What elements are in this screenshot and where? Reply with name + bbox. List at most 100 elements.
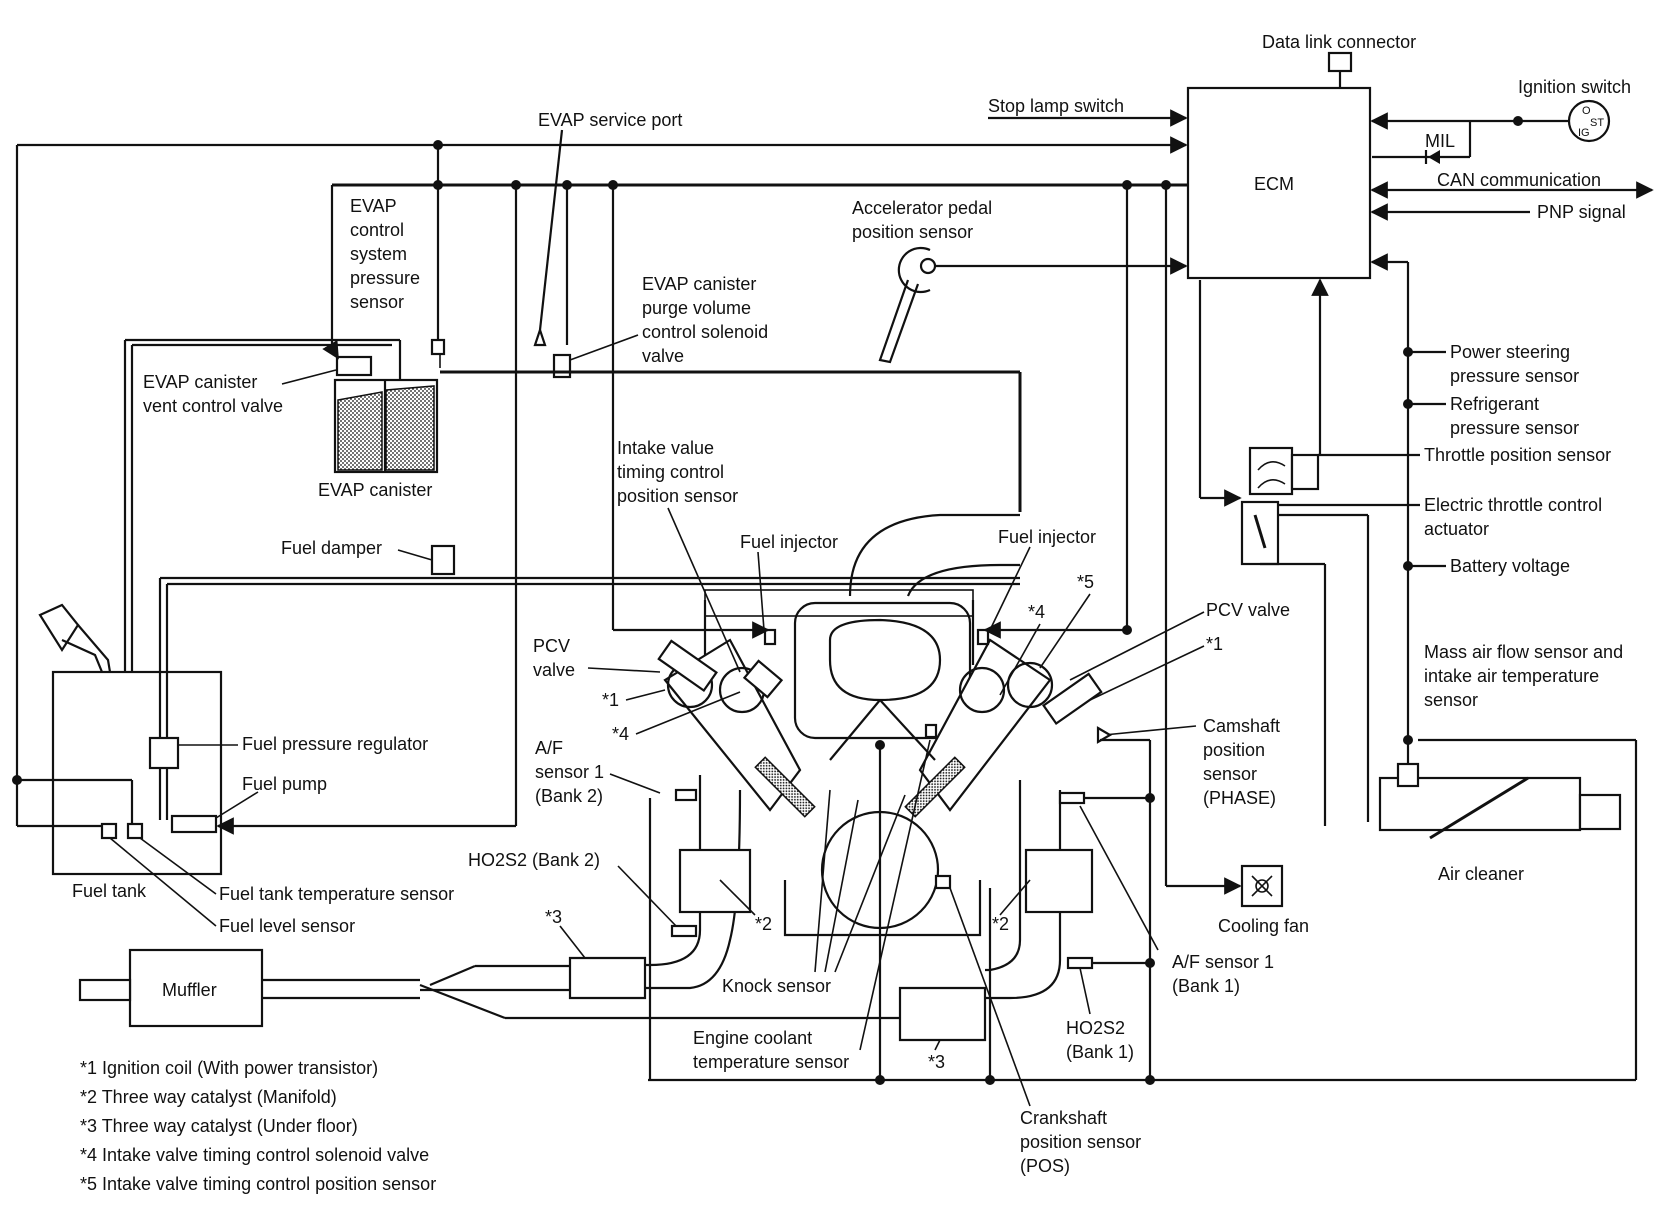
pcv-valve-right-label: PCV valve [1206, 600, 1290, 620]
cooling-fan: Cooling fan [1164, 185, 1309, 936]
star2-right-label: *2 [992, 914, 1009, 934]
pnp-signal: PNP signal [1370, 202, 1626, 222]
legend-item-3: *3 Three way catalyst (Under floor) [80, 1116, 358, 1136]
star4-left-label: *4 [612, 724, 629, 744]
evap-purge-valve-label-3: control solenoid [642, 322, 768, 342]
mass-air-flow-label-1: Mass air flow sensor and [1424, 642, 1623, 662]
electric-throttle-label-1: Electric throttle control [1424, 495, 1602, 515]
ho2s2-bank1-label-2: (Bank 1) [1066, 1042, 1134, 1062]
evap-pressure-sensor-label-2: control [350, 220, 404, 240]
star3-left-label: *3 [545, 907, 562, 927]
ect-sensor-label-2: temperature sensor [693, 1052, 849, 1072]
lower-sensor-labels: Knock sensor Engine coolant temperature … [693, 739, 1141, 1176]
stop-lamp-switch-label: Stop lamp switch [988, 96, 1124, 116]
ecm-box: ECM [1186, 86, 1372, 280]
electric-throttle-label-2: actuator [1424, 519, 1489, 539]
evap-service-port-label: EVAP service port [538, 110, 682, 130]
crankshaft-sensor-label-2: position sensor [1020, 1132, 1141, 1152]
evap-pressure-sensor-label-1: EVAP [350, 196, 397, 216]
power-steering-label-1: Power steering [1450, 342, 1570, 362]
pnp-signal-label: PNP signal [1537, 202, 1626, 222]
star1-right-label: *1 [1206, 634, 1223, 654]
ecm-label: ECM [1254, 174, 1294, 194]
pcv-valve-left-label-1: PCV [533, 636, 570, 656]
af-sensor-bank1-label-2: (Bank 1) [1172, 976, 1240, 996]
fuel-injector-left-label: Fuel injector [740, 532, 838, 552]
mass-air-flow-label-2: intake air temperature [1424, 666, 1599, 686]
intake-timing-sensor-label-1: Intake value [617, 438, 714, 458]
ecm-sensor-bus: Power steering pressure sensor Refrigera… [1370, 253, 1579, 745]
ignition-switch-pos-o: O [1582, 105, 1591, 117]
ignition-switch-label: Ignition switch [1518, 77, 1631, 97]
muffler-label: Muffler [162, 980, 217, 1000]
pcv-valve-left-label-2: valve [533, 660, 575, 680]
ignition-switch-pos-st: ST [1590, 117, 1604, 129]
legend-item-2: *2 Three way catalyst (Manifold) [80, 1087, 337, 1107]
star3-right-label: *3 [928, 1052, 945, 1072]
camshaft-sensor-label-2: position [1203, 740, 1265, 760]
camshaft-sensor-label-3: sensor [1203, 764, 1257, 784]
evap-canister-label: EVAP canister [318, 480, 432, 500]
crankshaft-sensor-label-1: Crankshaft [1020, 1108, 1107, 1128]
evap-purge-valve-label-1: EVAP canister [642, 274, 756, 294]
intake-timing-sensor-label-3: position sensor [617, 486, 738, 506]
data-link-connector-label: Data link connector [1262, 32, 1416, 52]
accelerator-pedal-label-1: Accelerator pedal [852, 198, 992, 218]
can-communication-label: CAN communication [1437, 170, 1601, 190]
intake-timing-sensor-label-2: timing control [617, 462, 724, 482]
fuel-tank-label: Fuel tank [72, 881, 147, 901]
oxygen-sensors: A/F sensor 1 (Bank 2) HO2S2 (Bank 2) A/F… [468, 738, 1274, 1085]
top-signal-wires [15, 136, 1188, 826]
accelerator-pedal-sensor: Accelerator pedal position sensor [852, 198, 1188, 364]
fuel-damper-label: Fuel damper [281, 538, 382, 558]
star1-left-label: *1 [602, 690, 619, 710]
throttle-position-label: Throttle position sensor [1424, 445, 1611, 465]
knock-sensor-label: Knock sensor [722, 976, 831, 996]
ho2s2-bank1-label-1: HO2S2 [1066, 1018, 1125, 1038]
af-sensor-bank2-label-2: sensor 1 [535, 762, 604, 782]
af-sensor-bank2-label-3: (Bank 2) [535, 786, 603, 806]
camshaft-sensor-label-4: (PHASE) [1203, 788, 1276, 808]
power-steering-label-2: pressure sensor [1450, 366, 1579, 386]
can-communication: CAN communication [1370, 170, 1654, 199]
camshaft-sensor-label-1: Camshaft [1203, 716, 1280, 736]
fuel-pump-label: Fuel pump [242, 774, 327, 794]
evap-system: EVAP service port EVAP control system pr… [123, 110, 1022, 672]
fuel-pressure-regulator-label: Fuel pressure regulator [242, 734, 428, 754]
stop-lamp-switch: Stop lamp switch [988, 96, 1188, 127]
exhaust-system: Muffler *3 *2 *2 *3 [78, 775, 1094, 1080]
fuel-level-label: Fuel level sensor [219, 916, 355, 936]
battery-voltage-label: Battery voltage [1450, 556, 1570, 576]
throttle-body: Throttle position sensor Electric thrott… [1198, 278, 1611, 826]
star5-top-label: *5 [1077, 572, 1094, 592]
evap-vent-valve-label-1: EVAP canister [143, 372, 257, 392]
air-cleaner-label: Air cleaner [1438, 864, 1524, 884]
fuel-system: Fuel tank Fuel damper Fuel pressure regu… [12, 185, 1020, 936]
ect-sensor-label-1: Engine coolant [693, 1028, 812, 1048]
air-intake: Mass air flow sensor and intake air temp… [648, 642, 1638, 1082]
star4-top-label: *4 [1028, 602, 1045, 622]
ignition-switch-pos-ig: IG [1578, 127, 1590, 139]
af-sensor-bank2-label-1: A/F [535, 738, 563, 758]
star2-left-label: *2 [755, 914, 772, 934]
camshaft-sensor: Camshaft position sensor (PHASE) [1096, 716, 1280, 808]
ignition-switch: O ST IG Ignition switch [1370, 77, 1631, 143]
evap-purge-valve-label-2: purge volume [642, 298, 751, 318]
engine-block [657, 513, 1103, 937]
data-link-connector: Data link connector [1262, 32, 1416, 88]
injector-harness: Fuel injector Fuel injector Intake value… [533, 185, 1290, 744]
crankshaft-sensor-label-3: (POS) [1020, 1156, 1070, 1176]
refrigerant-label-1: Refrigerant [1450, 394, 1539, 414]
fuel-injector-right-label: Fuel injector [998, 527, 1096, 547]
evap-vent-valve-label-2: vent control valve [143, 396, 283, 416]
legend-item-5: *5 Intake valve timing control position … [80, 1174, 436, 1194]
accelerator-pedal-label-2: position sensor [852, 222, 973, 242]
mil-label: MIL [1425, 131, 1455, 151]
legend-item-1: *1 Ignition coil (With power transistor) [80, 1058, 378, 1078]
mass-air-flow-label-3: sensor [1424, 690, 1478, 710]
ho2s2-bank2-label: HO2S2 (Bank 2) [468, 850, 600, 870]
fuel-tank-temp-label: Fuel tank temperature sensor [219, 884, 454, 904]
footnote-legend: *1 Ignition coil (With power transistor)… [80, 1058, 436, 1194]
cooling-fan-label: Cooling fan [1218, 916, 1309, 936]
